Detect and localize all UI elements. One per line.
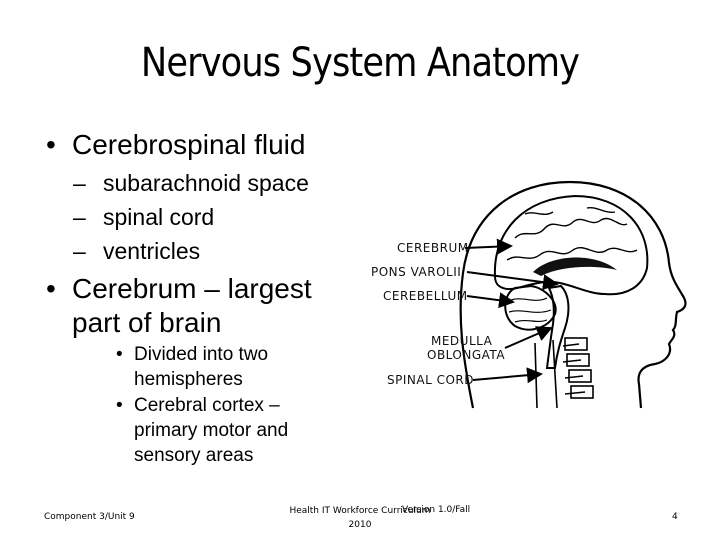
- label-spinal-cord: SPINAL CORD: [387, 373, 474, 387]
- sub-bullet-line: sensory areas: [134, 445, 254, 466]
- label-pons: PONS VAROLII: [371, 265, 461, 279]
- footer-curriculum-line1: Health IT Workforce Curriculum: [289, 506, 431, 516]
- bullet-dot: •: [46, 129, 56, 160]
- bullet-dot: •: [46, 273, 56, 304]
- sub-bullet-line: hemispheres: [134, 369, 243, 390]
- label-cerebrum: CEREBRUM: [397, 241, 469, 255]
- sub-bullet-text: ventricles: [103, 238, 201, 264]
- sub-bullet-line: Divided into two: [134, 344, 269, 365]
- gyri-lines: [506, 206, 638, 261]
- label-oblongata: OBLONGATA: [427, 348, 505, 362]
- sub-bullet-cerebral-cortex: • Cerebral cortex – primary motor and se…: [116, 393, 289, 468]
- bullet-cerebrum: • Cerebrum – largest part of brain: [46, 272, 312, 340]
- bullet-csf: • Cerebrospinal fluid: [46, 128, 306, 162]
- sub-bullet-subarachnoid: – subarachnoid space: [73, 166, 309, 200]
- sub-bullet-ventricles: – ventricles: [73, 234, 201, 268]
- brainstem: [545, 284, 570, 369]
- bullet-dot: •: [116, 395, 123, 416]
- sub-bullet-hemispheres: • Divided into two hemispheres: [116, 342, 269, 392]
- slide-title: Nervous System Anatomy: [140, 40, 580, 86]
- sub-bullet-spinal-cord: – spinal cord: [73, 200, 215, 234]
- bullet-dot: •: [116, 344, 123, 365]
- footer-page-number: 4: [672, 512, 678, 522]
- cerebellum-shape: [504, 284, 557, 331]
- footer-component: Component 3/Unit 9: [44, 512, 135, 522]
- dash-marker: –: [73, 238, 86, 264]
- spinal-column: [534, 337, 594, 409]
- bullet-cerebrum-line2: part of brain: [72, 307, 222, 338]
- bullet-csf-text: Cerebrospinal fluid: [72, 129, 306, 160]
- corpus-callosum: [533, 257, 617, 276]
- cerebrum-shape: [493, 194, 649, 296]
- dash-marker: –: [73, 204, 86, 230]
- sub-bullet-text: subarachnoid space: [103, 170, 309, 196]
- footer-version: Version 1.0/Fall: [402, 505, 471, 515]
- sub-bullet-line: primary motor and: [134, 420, 289, 441]
- footer-curriculum: Health IT Workforce Curriculum 2010: [250, 504, 470, 532]
- brain-illustration: CEREBRUM PONS VAROLII CEREBELLUM MEDULLA…: [371, 180, 687, 409]
- sub-bullet-text: spinal cord: [103, 204, 215, 230]
- label-cerebellum: CEREBELLUM: [383, 289, 468, 303]
- brain-anatomy-figure: CEREBRUM PONS VAROLII CEREBELLUM MEDULLA…: [365, 168, 695, 418]
- dash-marker: –: [73, 170, 86, 196]
- bullet-cerebrum-line1: Cerebrum – largest: [72, 273, 312, 304]
- head-outline: [459, 180, 687, 409]
- footer-curriculum-line2: 2010: [348, 520, 372, 530]
- sub-bullet-line: Cerebral cortex –: [134, 395, 280, 416]
- label-medulla: MEDULLA: [431, 334, 493, 348]
